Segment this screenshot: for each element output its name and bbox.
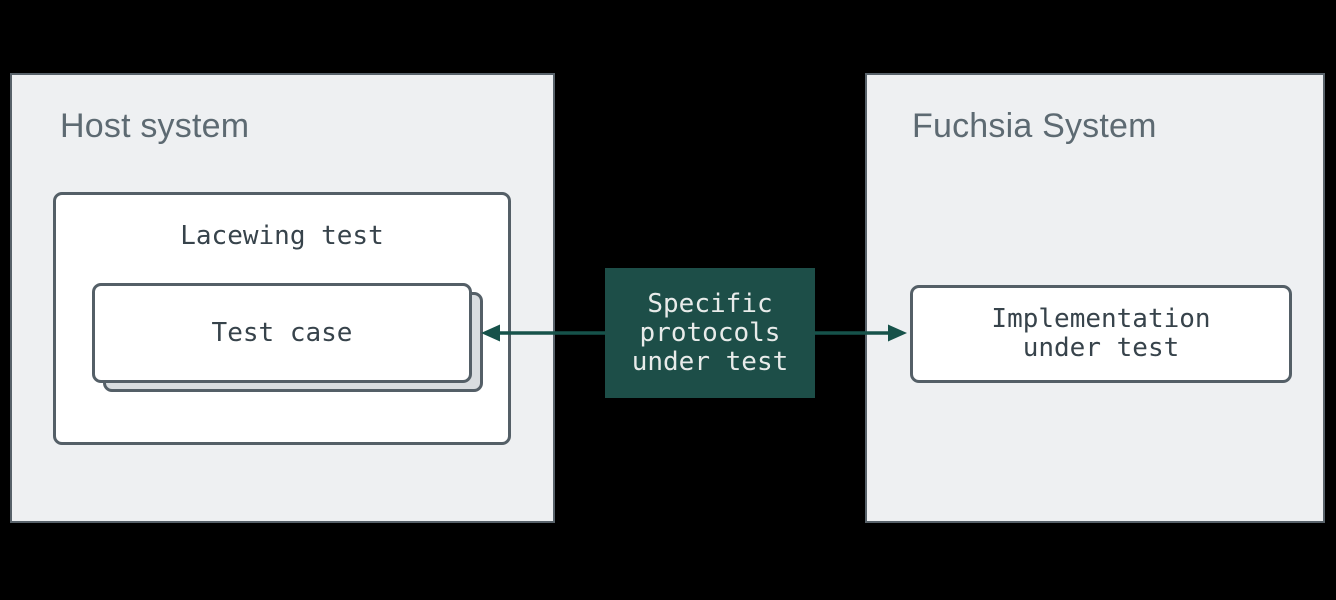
test-case-box: Test case [92, 283, 472, 383]
test-case-label: Test case [211, 317, 353, 348]
host-system-panel: Host system Lacewing test Test case [10, 73, 555, 523]
specific-protocols-box: Specific protocols under test [605, 268, 815, 398]
lacewing-test-box: Lacewing test Test case [53, 192, 511, 445]
implementation-line-1: Implementation [991, 304, 1211, 334]
host-system-label: Host system [60, 107, 250, 145]
lacewing-test-label: Lacewing test [180, 221, 384, 251]
implementation-line-2: under test [1022, 333, 1180, 363]
protocols-line-3: under test [631, 346, 789, 377]
protocols-line-1: Specific [647, 288, 773, 319]
fuchsia-system-panel: Fuchsia System Implementation under test [865, 73, 1325, 523]
implementation-under-test-box: Implementation under test [910, 285, 1292, 383]
fuchsia-system-label: Fuchsia System [912, 107, 1157, 145]
protocols-line-2: protocols [639, 317, 781, 348]
